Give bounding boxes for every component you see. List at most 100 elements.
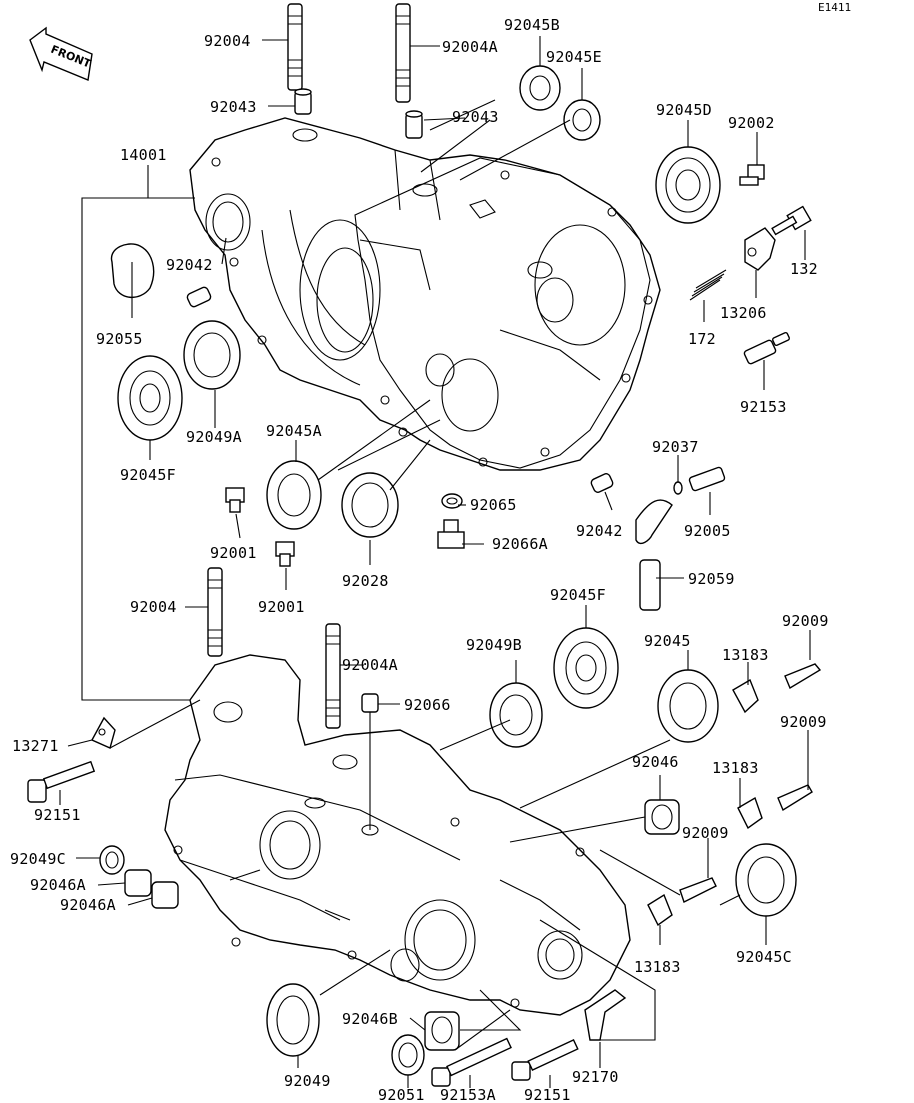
part-label: 92009 (780, 713, 827, 731)
bearing-92046a-2 (151, 881, 179, 909)
part-label: 14001 (120, 146, 167, 164)
part-label: 92043 (452, 108, 499, 126)
part-label: 92059 (688, 570, 735, 588)
part-label: 92151 (524, 1086, 571, 1103)
part-label: 92005 (684, 522, 731, 540)
pin-92037 (673, 481, 683, 495)
collar-92028 (341, 472, 399, 538)
bearing-92045a (266, 460, 322, 530)
part-label: 92046B (342, 1010, 398, 1028)
part-label: 92066A (492, 535, 548, 553)
seal-92051 (391, 1034, 425, 1076)
bearing-92045f-upper (117, 355, 183, 441)
diagram-code: E1411 (818, 1, 851, 14)
bolt-92153a (431, 1037, 512, 1087)
part-label: 92045B (504, 16, 560, 34)
bearing-92045c (735, 843, 797, 917)
bolt-92001-b (275, 541, 295, 567)
screw-92009-a (784, 663, 822, 690)
part-label: 92042 (576, 522, 623, 540)
part-label: 92004 (204, 32, 251, 50)
part-label: 172 (688, 330, 716, 348)
part-label: 92066 (404, 696, 451, 714)
part-label: 92045E (546, 48, 602, 66)
screw-92009-b (777, 784, 813, 812)
screw-92002 (739, 164, 765, 186)
part-label: 92009 (682, 824, 729, 842)
nipple-92153 (743, 331, 790, 365)
bearing-92046a-1 (124, 869, 152, 897)
stopper-13183-a (732, 678, 759, 714)
part-label: 92065 (470, 496, 517, 514)
part-label: 92049A (186, 428, 242, 446)
part-label: 92028 (342, 572, 389, 590)
part-label: 92045D (656, 101, 712, 119)
dowel-92043-a (294, 88, 312, 115)
stud-92004-upper (287, 3, 303, 91)
part-label: 92042 (166, 256, 213, 274)
part-label: 92045A (266, 422, 322, 440)
part-label: 92004A (442, 38, 498, 56)
part-label: 92049C (10, 850, 66, 868)
bolt-92001-a (225, 487, 245, 513)
part-label: 92045 (644, 632, 691, 650)
dowel-92042-left (186, 286, 212, 308)
screw-92009-c (679, 877, 717, 903)
seal-92049a (183, 320, 241, 390)
dowel-92043-b (405, 110, 423, 139)
part-label: 92001 (258, 598, 305, 616)
part-label: 92153 (740, 398, 787, 416)
lower-crankcase-half (164, 654, 631, 1016)
bearing-92045f-lower (553, 627, 619, 709)
bearing-92045b (519, 65, 561, 111)
part-label: 92045C (736, 948, 792, 966)
part-label: 13183 (712, 759, 759, 777)
bearing-92045d (655, 146, 721, 224)
part-label: 92045F (120, 466, 176, 484)
bearing-92045 (657, 669, 719, 743)
dowel-92066 (361, 693, 379, 713)
dowel-92042-right (590, 473, 614, 493)
clamp-92170 (584, 989, 627, 1041)
part-label: 92009 (782, 612, 829, 630)
part-label: 13183 (634, 958, 681, 976)
front-direction-arrow: FRONT (29, 26, 93, 81)
part-label: 92002 (728, 114, 775, 132)
part-label: 92046A (60, 896, 116, 914)
part-label: 92151 (34, 806, 81, 824)
gasket-92055 (110, 243, 155, 298)
bolt-92066a (437, 519, 465, 549)
part-label: 92045F (550, 586, 606, 604)
part-label: 92001 (210, 544, 257, 562)
part-label: 92043 (210, 98, 257, 116)
part-label: 13183 (722, 646, 769, 664)
part-label: 92051 (378, 1086, 425, 1103)
bracket-13271 (91, 716, 116, 749)
bearing-92046b (424, 1011, 460, 1051)
seal-92049b (489, 682, 543, 748)
part-label: 92055 (96, 330, 143, 348)
leader-lines (59, 36, 811, 1088)
part-label: 92046 (632, 753, 679, 771)
bracket-13206 (744, 227, 776, 271)
stud-92004a-upper (395, 3, 411, 103)
bearing-92046 (644, 799, 680, 835)
part-label: 132 (790, 260, 818, 278)
part-label: 92004A (342, 656, 398, 674)
screw-132 (771, 205, 812, 236)
part-label: 13271 (12, 737, 59, 755)
bolt-92151-left (27, 760, 96, 803)
part-label: 92170 (572, 1068, 619, 1086)
seal-92049c (99, 845, 125, 875)
bolt-92151-right (511, 1038, 579, 1081)
part-label: 13206 (720, 304, 767, 322)
part-label: 92049 (284, 1072, 331, 1090)
upper-crankcase-half (189, 117, 661, 471)
fitting-92005 (688, 466, 726, 492)
part-labels: 92004 92004A 92045B 92045E 92043 92043 1… (10, 16, 829, 1103)
seal-92049 (266, 983, 320, 1057)
hose-92059 (635, 499, 673, 611)
stud-92004-lower (207, 567, 223, 657)
spring-172 (689, 269, 727, 301)
